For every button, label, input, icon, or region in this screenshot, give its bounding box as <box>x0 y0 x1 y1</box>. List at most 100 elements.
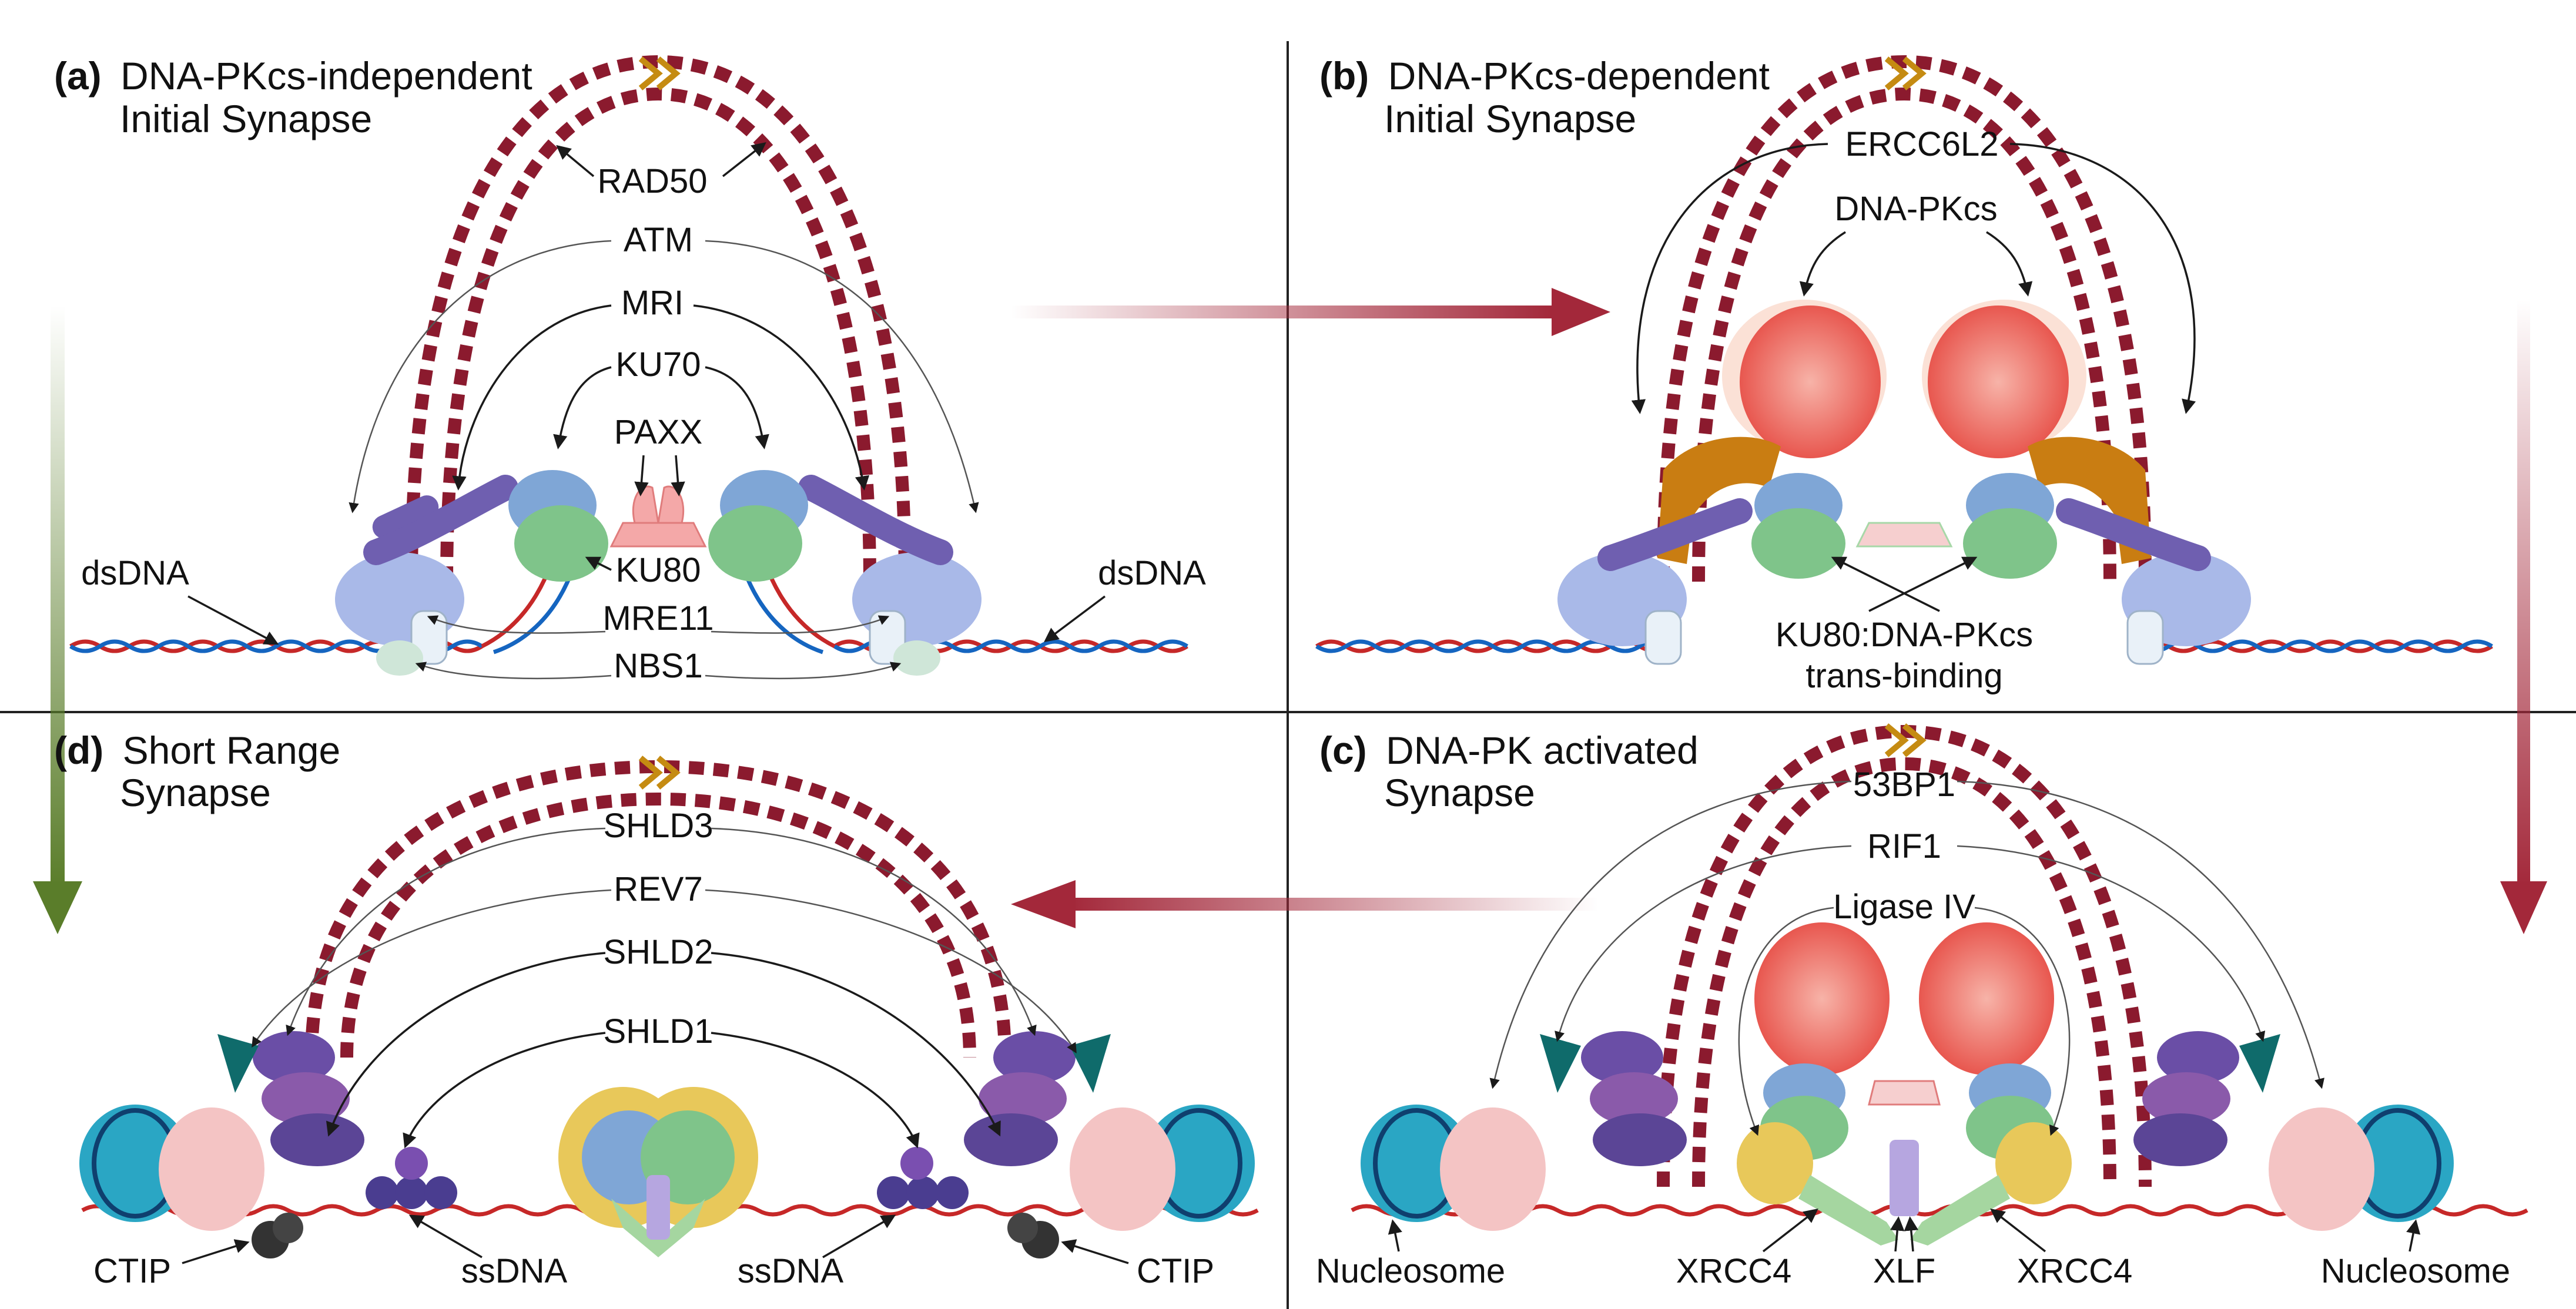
paxx-c <box>1868 1080 1941 1106</box>
arrow-xlf-left <box>1890 1216 1905 1252</box>
paxx-b <box>1855 522 1953 548</box>
rad50-hook-icon-b <box>1884 56 1927 90</box>
transition-arrow-b-to-c <box>2500 300 2547 934</box>
panel-d-title-line1: Short Range <box>123 729 341 772</box>
arrow-ctip-right <box>1061 1239 1129 1264</box>
arrow-ligase4-right <box>1974 907 2071 1136</box>
label-xrcc4-left: XRCC4 <box>1676 1252 1792 1290</box>
rad50-arm-b-left <box>1597 498 1753 571</box>
rad50-tether-inner-b <box>1692 87 2116 582</box>
label-ku70: KU70 <box>615 345 701 384</box>
label-mre11: MRE11 <box>602 599 713 637</box>
label-dsdna-right: dsDNA <box>1098 554 1206 592</box>
ku80-right <box>708 505 802 582</box>
arrow-nbs1-left <box>415 662 612 680</box>
panel-a: (a) DNA-PKcs-independent Initial Synapse <box>54 54 1206 685</box>
rad50-tether-inner-c <box>1692 757 2116 1187</box>
arrow-shld1-left <box>403 1032 606 1149</box>
panel-c-title-line1: DNA-PK activated <box>1386 729 1699 772</box>
ctip-right <box>1007 1213 1059 1258</box>
arrow-rev7-left <box>252 889 612 1048</box>
rad50-arm-left <box>363 475 518 565</box>
panel-c: (c) DNA-PK activated Synapse <box>1316 723 2528 1290</box>
panel-b-title-line1: DNA-PKcs-dependent <box>1388 54 1770 98</box>
arrow-ctip-left <box>182 1239 250 1264</box>
arrow-mri-right <box>693 304 870 491</box>
arrow-rad50-right <box>722 142 766 177</box>
panel-d-letter: (d) <box>54 729 103 772</box>
arrow-xrcc4-right <box>1990 1208 2046 1253</box>
label-dnapkcs: DNA-PKcs <box>1834 190 1997 228</box>
label-shld2: SHLD2 <box>604 933 713 971</box>
label-rif1: RIF1 <box>1867 827 1941 865</box>
dsdna-b-left-strand2 <box>1315 639 1670 653</box>
nbs1-foot-right <box>893 640 940 676</box>
short-range-complex <box>558 1087 758 1257</box>
arrow-mre11-left <box>427 615 606 634</box>
arrow-dsdna-right <box>1044 595 1106 642</box>
panel-a-title-line1: DNA-PKcs-independent <box>120 54 532 98</box>
panel-a-heading: (a) DNA-PKcs-independent <box>54 54 532 98</box>
label-atm: ATM <box>624 221 693 259</box>
xlf-c <box>1890 1140 1919 1216</box>
bp53-c-right <box>2269 1107 2374 1231</box>
shieldin-c-left-2 <box>1590 1072 1678 1125</box>
paxx <box>609 485 707 548</box>
label-mri: MRI <box>621 284 684 322</box>
arrow-nucleosome-left <box>1388 1219 1402 1252</box>
shieldin-d-right-3 <box>964 1113 1058 1166</box>
arrow-rev7-right <box>705 889 1077 1053</box>
panel-c-title-line2: Synapse <box>1384 771 1535 814</box>
dnapkcs-c-right <box>1919 922 2054 1075</box>
rev7-c-left <box>1540 1034 1581 1093</box>
arrow-mri-left <box>452 304 612 491</box>
label-53bp1: 53BP1 <box>1853 766 1955 804</box>
shieldin-c-right-3 <box>2133 1113 2227 1166</box>
label-ligase4: Ligase IV <box>1833 888 1975 926</box>
label-ercc6l2: ERCC6L2 <box>1845 125 1998 163</box>
arrow-ssdna-left <box>408 1214 483 1258</box>
arrow-ssdna-right <box>822 1214 896 1258</box>
arrow-ercc6l2-right <box>2009 143 2196 414</box>
label-rev7: REV7 <box>614 870 703 908</box>
ligase4-c-right <box>1995 1122 2072 1204</box>
bp53-c-left <box>1440 1107 1546 1231</box>
nbs1-b-right <box>2126 610 2164 665</box>
nbs1-b-left <box>1644 610 1682 665</box>
rev7-d-right <box>1070 1034 1111 1093</box>
arrow-rif1-left <box>1555 845 1852 1042</box>
rpa-ssdna-right <box>877 1147 969 1209</box>
shieldin-d-left-2 <box>262 1072 350 1125</box>
rad50-hook-icon-d <box>638 756 681 790</box>
label-shld1: SHLD1 <box>604 1012 713 1050</box>
panel-d-title-line2: Synapse <box>120 771 271 814</box>
rev7-d-left <box>217 1034 259 1093</box>
label-ctip-right: CTIP <box>1137 1252 1214 1290</box>
shieldin-c-right-2 <box>2142 1072 2230 1125</box>
arrow-rif1-right <box>1957 845 2266 1042</box>
rev7-c-right <box>2239 1034 2280 1093</box>
dsdna-b-right-strand2 <box>2138 639 2493 653</box>
rpa-ssdna-left <box>366 1147 457 1209</box>
dna-c-right <box>1938 1204 2528 1217</box>
label-ku80: KU80 <box>615 551 701 589</box>
arrow-dsdna-left <box>187 595 279 645</box>
ku80-left <box>514 505 608 582</box>
shieldin-c-left-3 <box>1593 1113 1687 1166</box>
label-dsdna-left: dsDNA <box>81 554 189 592</box>
rad50-head-left <box>372 495 439 539</box>
rad50-hook-icon <box>638 56 681 90</box>
arrow-trans-right <box>1868 556 1978 612</box>
shieldin-c-left-1 <box>1581 1031 1663 1084</box>
label-rad50: RAD50 <box>598 162 708 200</box>
rad50-tether-outer-d <box>305 760 1011 1058</box>
rad50-tether-outer <box>405 55 912 582</box>
transition-arrow-a-to-b <box>1011 288 1610 336</box>
label-nucleosome-left: Nucleosome <box>1316 1252 1505 1290</box>
shieldin-d-right-1 <box>993 1031 1076 1084</box>
label-nbs1: NBS1 <box>614 647 703 685</box>
arrow-atm-right <box>705 240 979 513</box>
rad50-hook-icon-c <box>1884 723 1927 757</box>
arrow-paxx-right <box>671 455 685 496</box>
